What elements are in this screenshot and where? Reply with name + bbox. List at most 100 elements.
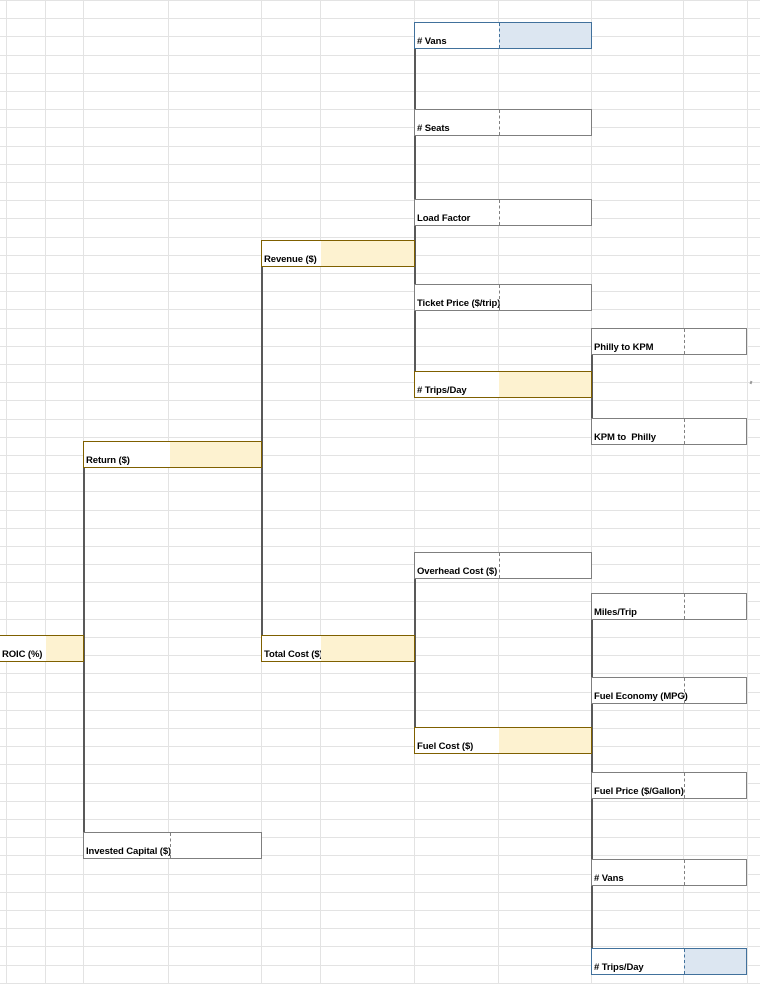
gridline-row	[0, 673, 760, 674]
node-label-revenue: Revenue ($)	[264, 254, 317, 265]
node-label-fuel-economy: Fuel Economy (MPG)	[594, 691, 688, 702]
gridline-row	[0, 237, 760, 238]
node-value-kpm-to-philly[interactable]	[684, 419, 746, 444]
gridline-row	[0, 382, 760, 383]
node-value-vans-top[interactable]	[499, 23, 591, 48]
node-label-kpm-to-philly: KPM to Philly	[594, 432, 656, 443]
node-value-vans-bottom[interactable]	[684, 860, 746, 885]
node-value-fuel-cost[interactable]	[499, 728, 591, 753]
node-value-roic[interactable]	[46, 636, 83, 661]
gridline-row	[0, 164, 760, 165]
node-value-invested-capital[interactable]	[170, 833, 261, 858]
node-value-total-cost[interactable]	[321, 636, 414, 661]
node-return[interactable]: Return ($)	[83, 441, 262, 468]
gridline-row	[0, 127, 760, 128]
node-vans-bottom[interactable]: # Vans	[591, 859, 747, 886]
gridline-row	[0, 36, 760, 37]
node-ticket-price[interactable]: Ticket Price ($/trip)	[414, 284, 592, 311]
gridline-col	[747, 0, 748, 984]
node-label-return: Return ($)	[86, 455, 130, 466]
node-value-miles-trip[interactable]	[684, 594, 746, 619]
gridline-row	[0, 291, 760, 292]
node-label-load-factor: Load Factor	[417, 213, 471, 224]
gridline-row	[0, 946, 760, 947]
node-label-fuel-cost: Fuel Cost ($)	[417, 741, 474, 752]
gridline-col	[498, 0, 499, 984]
gridline-row	[0, 510, 760, 511]
gridline-row	[0, 892, 760, 893]
node-label-vans-top: # Vans	[417, 36, 447, 47]
gridline-row	[0, 364, 760, 365]
gridline-row	[0, 528, 760, 529]
gridline-col	[45, 0, 46, 984]
stray-tick	[749, 380, 753, 385]
gridline-row	[0, 491, 760, 492]
gridline-row	[0, 728, 760, 729]
gridline-row	[0, 18, 760, 19]
gridline-row	[0, 710, 760, 711]
gridline-col	[683, 0, 684, 984]
node-label-roic: ROIC (%)	[2, 649, 43, 660]
gridline-row	[0, 764, 760, 765]
node-value-fuel-price[interactable]	[684, 773, 746, 798]
node-label-total-cost: Total Cost ($)	[264, 649, 323, 660]
gridline-col	[320, 0, 321, 984]
node-label-fuel-price: Fuel Price ($/Gallon)	[594, 786, 684, 797]
node-value-seats[interactable]	[499, 110, 591, 135]
gridline-row	[0, 819, 760, 820]
node-label-trips-day-bottom: # Trips/Day	[594, 962, 644, 973]
node-value-trips-day-bottom[interactable]	[684, 949, 746, 974]
node-value-overhead-cost[interactable]	[499, 553, 591, 578]
gridline-row	[0, 400, 760, 401]
gridline-row	[0, 582, 760, 583]
node-label-philly-to-kpm: Philly to KPM	[594, 342, 654, 353]
gridline-row	[0, 746, 760, 747]
node-label-miles-trip: Miles/Trip	[594, 607, 637, 618]
node-fuel-cost[interactable]: Fuel Cost ($)	[414, 727, 592, 754]
gridline-row	[0, 55, 760, 56]
gridline-row	[0, 0, 760, 1]
gridline-row	[0, 801, 760, 802]
node-philly-to-kpm[interactable]: Philly to KPM	[591, 328, 747, 355]
node-vans-top[interactable]: # Vans	[414, 22, 592, 49]
gridline-row	[0, 910, 760, 911]
node-label-ticket-price: Ticket Price ($/trip)	[417, 298, 501, 309]
node-miles-trip[interactable]: Miles/Trip	[591, 593, 747, 620]
node-label-invested-capital: Invested Capital ($)	[86, 846, 172, 857]
node-total-cost[interactable]: Total Cost ($)	[261, 635, 415, 662]
gridline-row	[0, 182, 760, 183]
node-load-factor[interactable]: Load Factor	[414, 199, 592, 226]
gridline-row	[0, 73, 760, 74]
node-invested-capital[interactable]: Invested Capital ($)	[83, 832, 262, 859]
node-trips-day-top[interactable]: # Trips/Day	[414, 371, 592, 398]
gridline-row	[0, 146, 760, 147]
gridline-row	[0, 473, 760, 474]
gridline-row	[0, 564, 760, 565]
node-value-philly-to-kpm[interactable]	[684, 329, 746, 354]
node-value-revenue[interactable]	[321, 241, 414, 266]
node-kpm-to-philly[interactable]: KPM to Philly	[591, 418, 747, 445]
node-trips-day-bottom[interactable]: # Trips/Day	[591, 948, 747, 975]
gridline-row	[0, 928, 760, 929]
node-label-overhead-cost: Overhead Cost ($)	[417, 566, 498, 577]
node-value-fuel-economy[interactable]	[684, 678, 746, 703]
gridline-col	[6, 0, 7, 984]
node-overhead-cost[interactable]: Overhead Cost ($)	[414, 552, 592, 579]
node-revenue[interactable]: Revenue ($)	[261, 240, 415, 267]
node-value-return[interactable]	[170, 442, 261, 467]
gridline-row	[0, 200, 760, 201]
node-value-ticket-price[interactable]	[499, 285, 591, 310]
node-value-load-factor[interactable]	[499, 200, 591, 225]
node-fuel-price[interactable]: Fuel Price ($/Gallon)	[591, 772, 747, 799]
node-label-seats: # Seats	[417, 123, 450, 134]
node-seats[interactable]: # Seats	[414, 109, 592, 136]
node-label-vans-bottom: # Vans	[594, 873, 624, 884]
node-value-trips-day-top[interactable]	[499, 372, 591, 397]
node-fuel-economy[interactable]: Fuel Economy (MPG)	[591, 677, 747, 704]
gridline-row	[0, 91, 760, 92]
gridline-row	[0, 309, 760, 310]
gridline-row	[0, 546, 760, 547]
node-roic[interactable]: ROIC (%)	[0, 635, 84, 662]
connector-roic-stub	[83, 649, 85, 651]
